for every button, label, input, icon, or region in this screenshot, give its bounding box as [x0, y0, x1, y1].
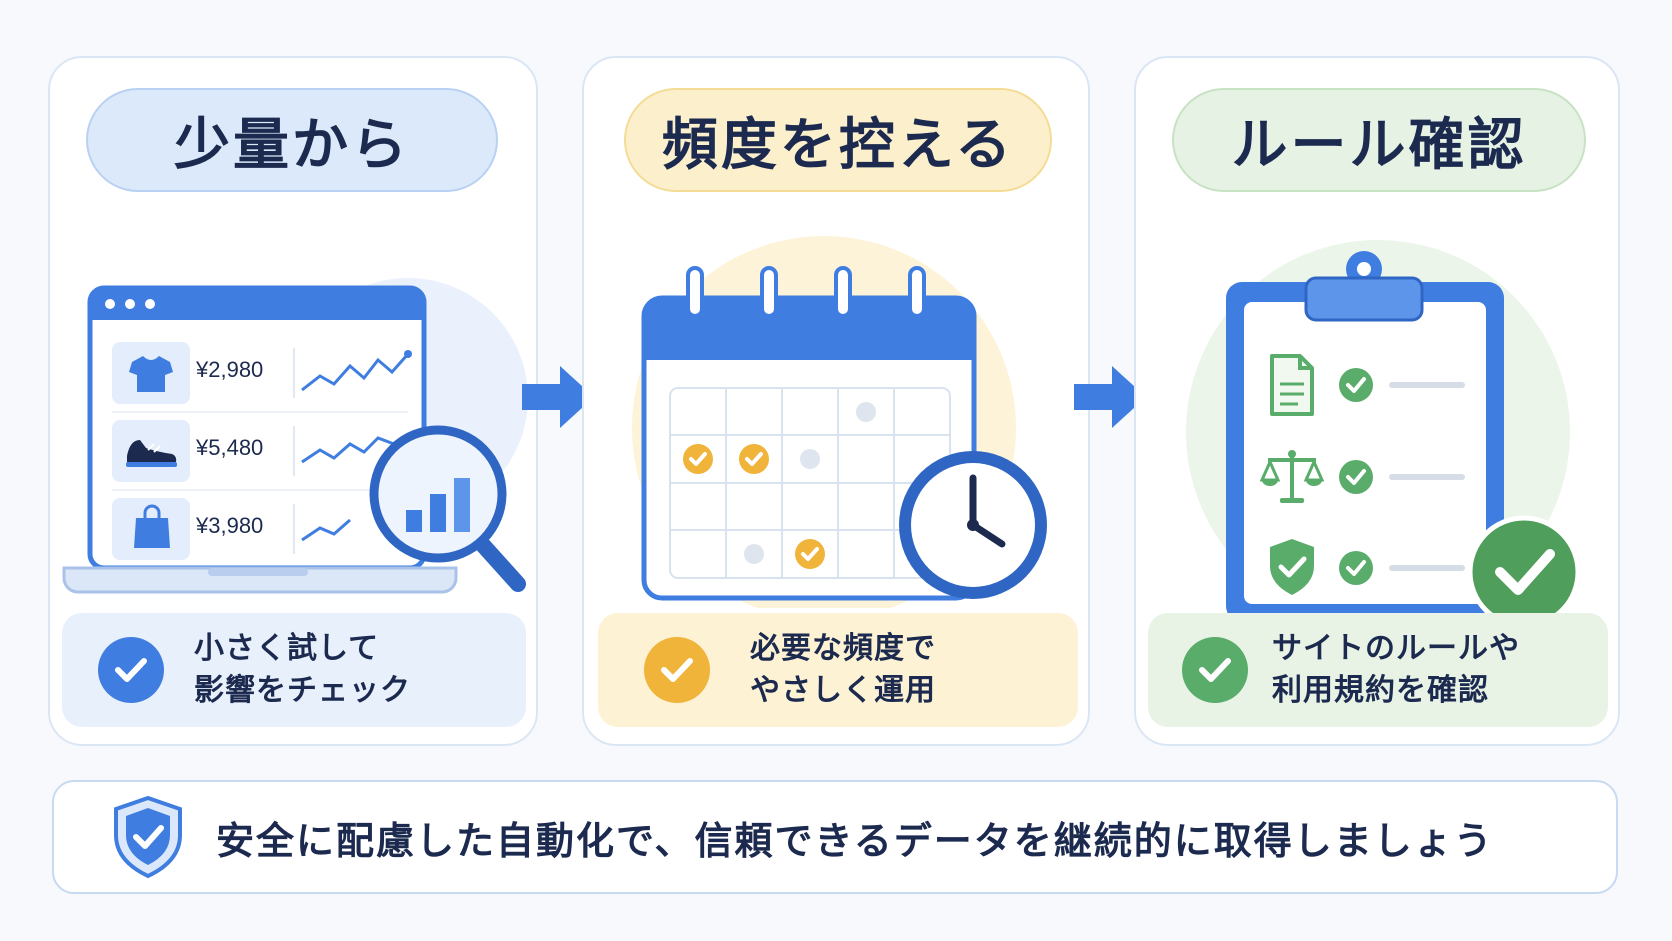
arrow-right-icon — [1074, 366, 1146, 432]
step-note-line: 必要な頻度で — [750, 631, 936, 666]
check-circle-icon — [98, 637, 164, 703]
step-card-frequency: 頻度を控える — [582, 56, 1090, 746]
step-note-line: 利用規約を確認 — [1272, 673, 1489, 708]
bag-icon — [132, 504, 172, 550]
check-circle-icon — [1182, 637, 1248, 703]
scales-icon — [1259, 446, 1325, 506]
document-icon — [1268, 352, 1316, 418]
step-note-line: やさしく運用 — [750, 673, 936, 708]
step-note: 必要な頻度で やさしく運用 — [750, 628, 936, 712]
step-card-small-start: 少量から — [48, 56, 538, 746]
step-title: ルール確認 — [1231, 112, 1527, 178]
product-price: ¥2,980 — [196, 357, 264, 382]
arrow-right-icon — [522, 366, 594, 432]
step-note-line: 小さく試して — [194, 631, 380, 666]
shield-check-icon — [1266, 536, 1318, 598]
clipboard-illustration — [1156, 202, 1606, 629]
summary-banner: 安全に配慮した自動化で、信頼できるデータを継続的に取得しましょう — [52, 780, 1618, 894]
step-card-rules: ルール確認 — [1134, 56, 1620, 746]
step-note-line: 影響をチェック — [194, 673, 411, 708]
step-title-pill: ルール確認 — [1172, 88, 1586, 192]
step-title-pill: 少量から — [86, 88, 498, 192]
step-title-pill: 頻度を控える — [624, 88, 1052, 192]
tshirt-icon — [128, 354, 174, 394]
summary-text: 安全に配慮した自動化で、信頼できるデータを継続的に取得しましょう — [216, 818, 1494, 863]
sneaker-icon — [124, 434, 178, 470]
step-note-line: サイトのルールや — [1272, 631, 1520, 666]
step-note-box: 小さく試して 影響をチェック — [62, 613, 526, 727]
step-title: 頻度を控える — [661, 112, 1015, 178]
step-note-box: 必要な頻度で やさしく運用 — [598, 613, 1078, 727]
shield-check-icon — [112, 795, 184, 879]
step-note: 小さく試して 影響をチェック — [194, 628, 411, 712]
product-price: ¥3,980 — [196, 513, 264, 538]
step-note-box: サイトのルールや 利用規約を確認 — [1148, 613, 1608, 727]
laptop-illustration: ¥2,980 ¥5,480 ¥3,980 — [58, 238, 528, 598]
calendar-illustration — [604, 228, 1074, 620]
step-note: サイトのルールや 利用規約を確認 — [1272, 628, 1520, 712]
product-price: ¥5,480 — [196, 435, 264, 460]
check-circle-icon — [644, 637, 710, 703]
step-title: 少量から — [174, 112, 410, 178]
